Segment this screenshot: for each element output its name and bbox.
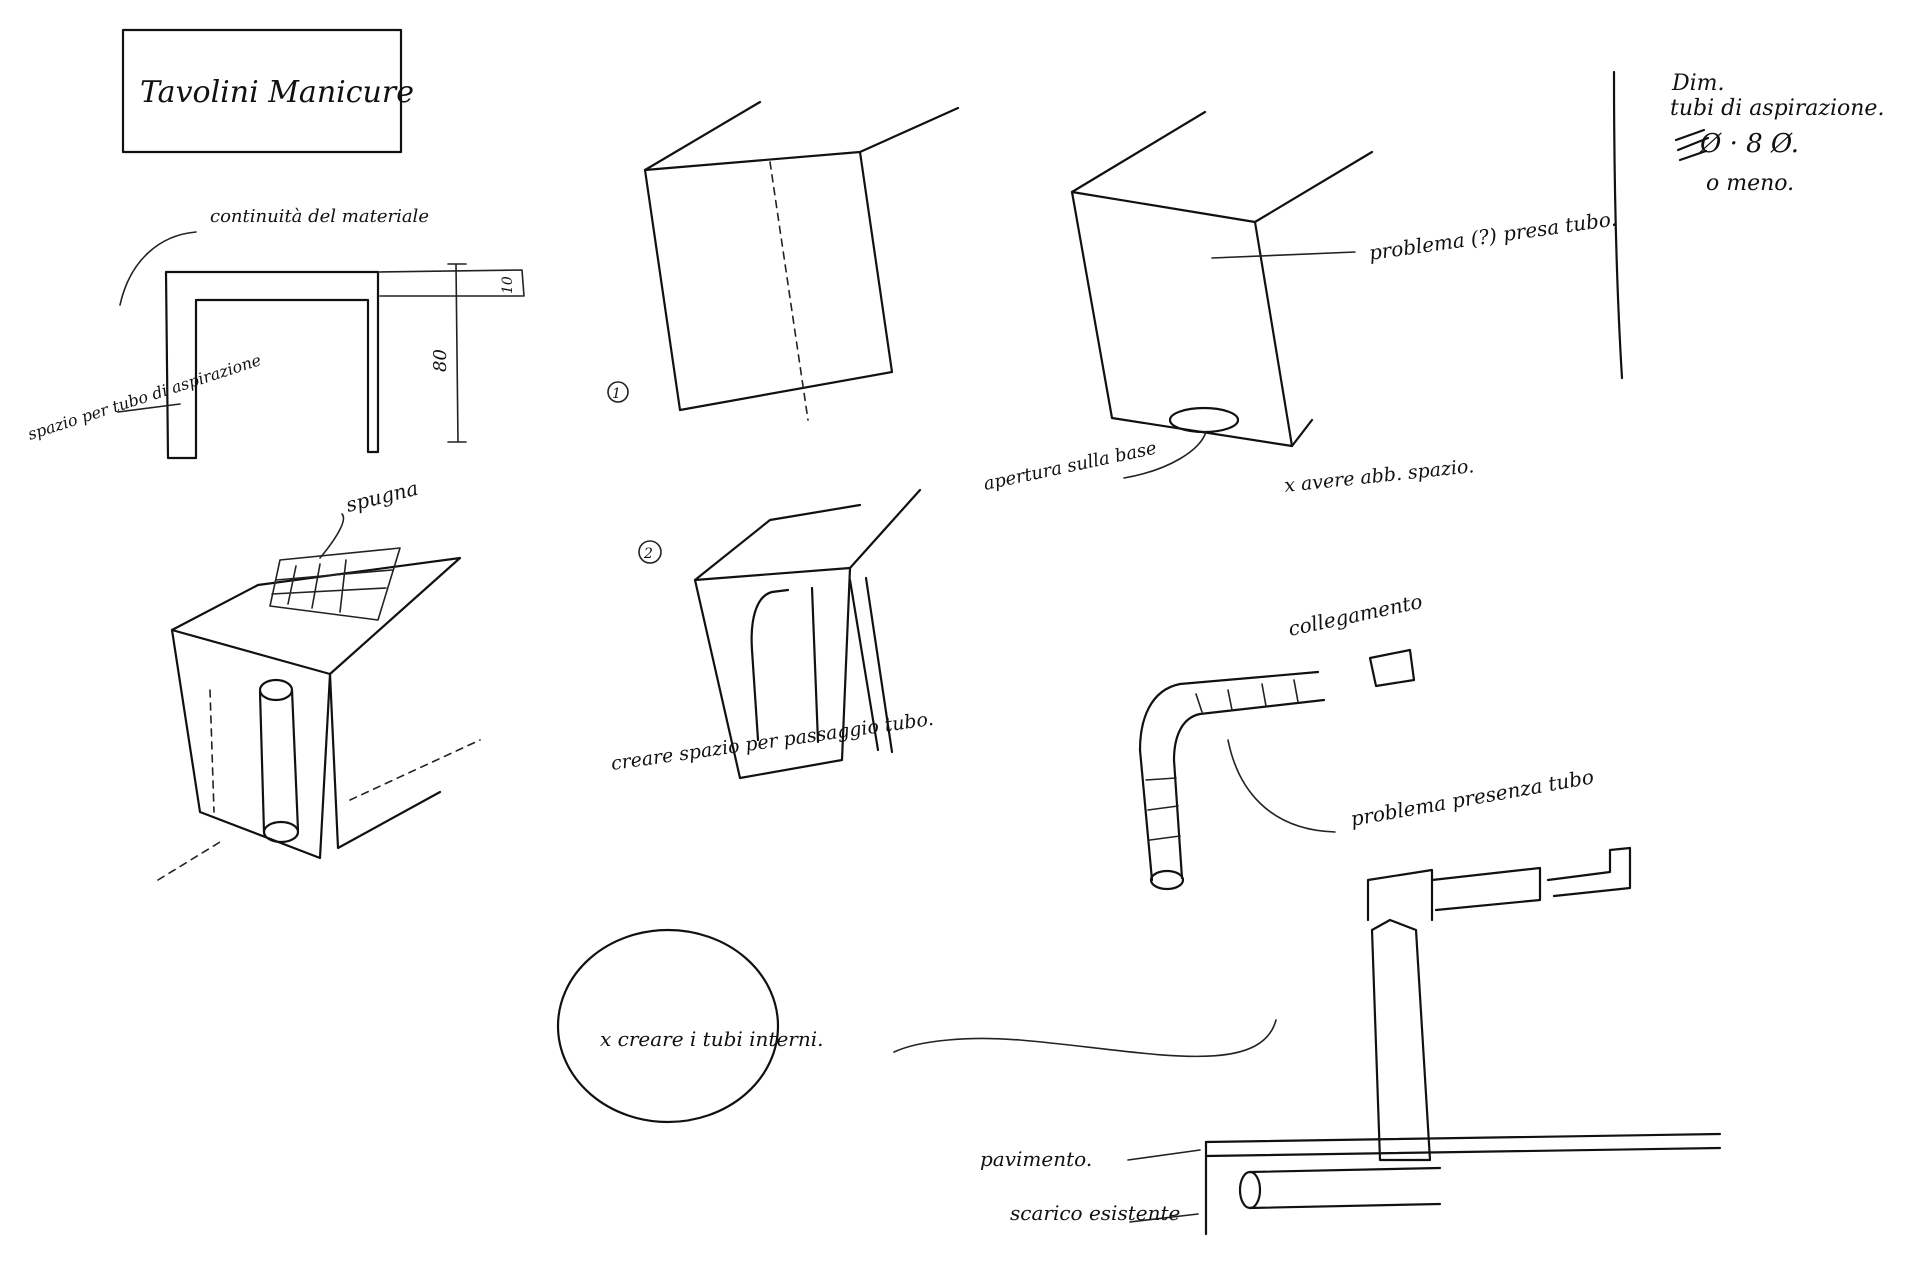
- title-block: Tavolini Manicure: [121, 28, 414, 154]
- base-opening: [1168, 406, 1240, 434]
- title-frame: [121, 28, 403, 154]
- table-profile: [164, 270, 380, 460]
- box-problem-label: problema (?) presa tubo.: [1367, 206, 1618, 265]
- hose-outer-edge: [1138, 670, 1320, 882]
- enough-space-label: x avere abb. spazio.: [1283, 455, 1475, 497]
- leg-rear-post: [848, 576, 894, 754]
- sponge-label: spugna: [343, 476, 420, 517]
- hose-connector-sketch: collegamento problema presenza tubo: [1138, 589, 1596, 891]
- hose-ribs: [1145, 679, 1299, 841]
- dim-note-line4: o meno.: [1706, 171, 1794, 196]
- hose-inner-edge: [1172, 698, 1326, 880]
- box-with-opening-sketch: problema (?) presa tubo. apertura sulla …: [982, 110, 1618, 497]
- dim-top-label: 10: [500, 276, 516, 294]
- hose-tube: [258, 688, 300, 834]
- sketch-2-note: creare spazio per passaggio tubo.: [610, 708, 935, 775]
- floor-label: pavimento.: [980, 1147, 1092, 1171]
- scribble-mark: [1674, 128, 1710, 162]
- hose-end-opening: [1149, 869, 1185, 891]
- drain-opening: [1238, 1170, 1262, 1210]
- hose-top-opening: [258, 678, 294, 702]
- dim-note-line2: tubi di aspirazione.: [1670, 96, 1884, 121]
- dim-note-line3: Ø · 8 Ø.: [1699, 129, 1799, 159]
- floor-line: [1204, 1132, 1722, 1158]
- space-leader: [117, 403, 181, 413]
- bubble-note: x creare i tubi interni.: [556, 928, 1277, 1124]
- sketch-1-marker-circle: [607, 381, 629, 403]
- hose-problem-label: problema presenza tubo: [1349, 764, 1596, 830]
- connector-piece: [1368, 648, 1416, 688]
- sketch-2-leg: 2 creare spazio per passaggio tubo.: [610, 488, 935, 780]
- table-top-extension: [377, 269, 525, 297]
- connection-label: collegamento: [1286, 589, 1424, 641]
- bubble-arrow: [893, 1019, 1277, 1058]
- height-dimension-line: [447, 263, 467, 443]
- hose-bottom-opening: [262, 820, 300, 844]
- dim-height-label: 80: [430, 349, 451, 372]
- elbow-joint: [1366, 868, 1434, 922]
- sponge-leader: [319, 513, 345, 559]
- table-isometric-sketch: spugna: [157, 476, 481, 881]
- leg-top-edges: [693, 488, 922, 582]
- problem-leader: [1211, 251, 1356, 259]
- floor-leader: [1127, 1149, 1201, 1161]
- continuity-leader: [119, 231, 197, 306]
- sponge-grid: [269, 547, 401, 621]
- pipe-end-fitting: [1546, 846, 1632, 898]
- drain-pipe: [1248, 1166, 1442, 1210]
- box-top-edges: [643, 100, 960, 172]
- iso-top-face: [170, 556, 462, 676]
- leg-inner-tube: [750, 586, 820, 744]
- dimension-note: Dim. tubi di aspirazione. Ø · 8 Ø. o men…: [1612, 70, 1884, 380]
- continuity-label: continuità del materiale: [210, 206, 429, 227]
- bubble-text: x creare i tubi interni.: [600, 1027, 824, 1051]
- sketch-2-marker-circle: [638, 540, 662, 564]
- opening-box-top-edges: [1070, 110, 1374, 448]
- floor-pipe-sketch: pavimento. scarico esistente: [980, 846, 1722, 1236]
- note-bubble: [556, 928, 780, 1124]
- opening-leader: [1123, 431, 1207, 479]
- opening-box-front: [1070, 190, 1294, 448]
- drain-leader: [1129, 1213, 1199, 1223]
- table-elevation-sketch: 80 10 continuità del materiale spazio pe…: [25, 206, 525, 460]
- hose-problem-leader: [1227, 739, 1336, 833]
- sketch-1-marker: 1: [612, 386, 621, 402]
- sketch-1-box: 1: [607, 100, 960, 421]
- horizontal-pipe: [1430, 866, 1542, 912]
- dim-note-line1: Dim.: [1671, 71, 1725, 96]
- iso-side-face: [328, 672, 442, 850]
- leg-front-face: [693, 566, 852, 780]
- vertical-pipe: [1370, 918, 1432, 1162]
- hidden-edges: [157, 689, 481, 881]
- opening-label: apertura sulla base: [982, 438, 1159, 495]
- sketch-2-marker: 2: [643, 546, 653, 562]
- iso-front-face: [170, 628, 332, 860]
- divider-line: [1612, 70, 1624, 380]
- drain-label: scarico esistente: [1010, 1201, 1180, 1225]
- space-label: spazio per tubo di aspirazione: [25, 350, 263, 443]
- box-front-face: [643, 150, 894, 412]
- sheet-title: Tavolini Manicure: [140, 75, 414, 110]
- box-center-line: [769, 161, 809, 421]
